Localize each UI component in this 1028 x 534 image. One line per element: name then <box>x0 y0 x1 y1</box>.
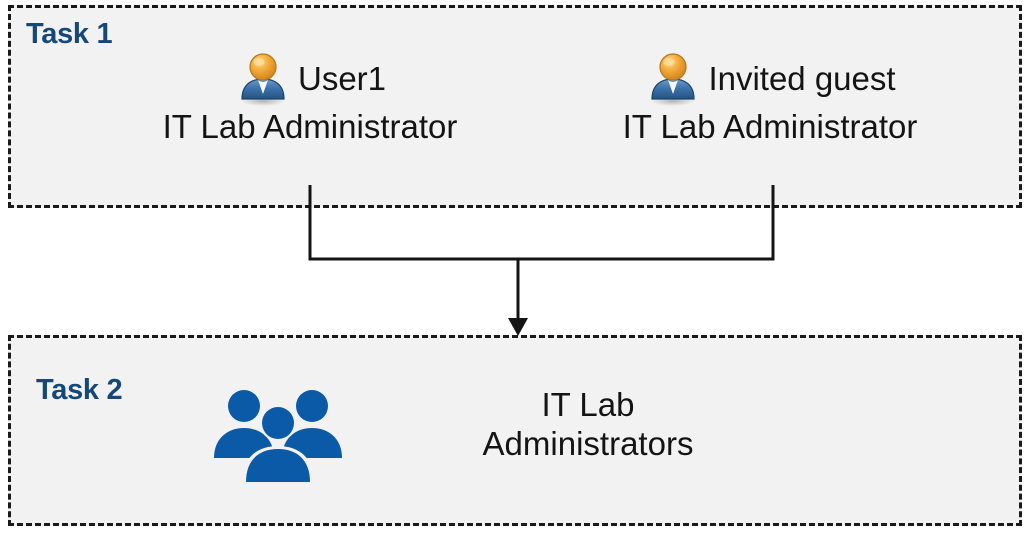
group-name-line-1: IT Lab <box>541 386 635 423</box>
person-user1-row: User1 <box>125 48 495 108</box>
person-user1-name: User1 <box>297 59 387 97</box>
task-1-label: Task 1 <box>26 18 113 50</box>
group-name-label: IT Lab Administrators <box>398 386 778 464</box>
person-invited-guest-row: Invited guest <box>585 48 955 108</box>
group-name-line-2: Administrators <box>482 424 694 462</box>
user-icon <box>644 49 702 107</box>
person-invited-guest: Invited guest IT Lab Administrator <box>585 48 955 145</box>
task-2-label: Task 2 <box>36 374 123 406</box>
arrow-head-down-icon <box>508 318 528 336</box>
person-invited-guest-role: IT Lab Administrator <box>622 108 918 145</box>
person-invited-guest-name: Invited guest <box>708 59 896 97</box>
person-user1-role: IT Lab Administrator <box>162 108 458 145</box>
task-1-container <box>8 5 1022 208</box>
task-2-container <box>8 335 1022 526</box>
group-of-people-icon <box>212 386 344 484</box>
person-user1: User1 IT Lab Administrator <box>125 48 495 145</box>
user-icon <box>234 49 292 107</box>
